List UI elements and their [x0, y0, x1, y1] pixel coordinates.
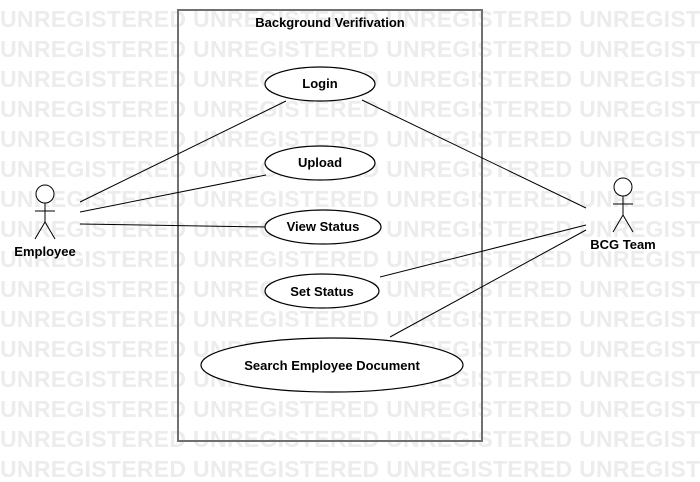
- assoc-employee-login: [79, 100, 287, 203]
- use-case-upload[interactable]: Upload: [264, 145, 376, 181]
- use-case-view-status-label: View Status: [287, 219, 360, 234]
- use-case-login-shape: [264, 66, 376, 102]
- use-case-login[interactable]: Login: [264, 66, 376, 102]
- associations: [79, 99, 587, 338]
- watermark-row: UNREGISTERED UNREGISTERED UNREGISTERED U…: [0, 246, 700, 272]
- watermark-row: UNREGISTERED UNREGISTERED UNREGISTERED U…: [0, 456, 700, 482]
- use-case-search-document-label: Search Employee Document: [244, 358, 420, 373]
- watermark-row: UNREGISTERED UNREGISTERED UNREGISTERED U…: [0, 186, 700, 212]
- watermark-row: UNREGISTERED UNREGISTERED UNREGISTERED U…: [0, 36, 700, 62]
- actor-bcg-team-label: BCG Team: [590, 237, 656, 252]
- use-case-search-document[interactable]: Search Employee Document: [200, 337, 464, 393]
- assoc-bcg-set-status: [379, 224, 587, 278]
- actor-employee[interactable]: [34, 184, 56, 240]
- assoc-bcg-login: [361, 99, 587, 209]
- watermark-row: UNREGISTERED UNREGISTERED UNREGISTERED U…: [0, 426, 700, 452]
- actor-bcg-team-leg-right: [622, 214, 634, 233]
- watermark-row: UNREGISTERED UNREGISTERED UNREGISTERED U…: [0, 126, 700, 152]
- use-case-login-label: Login: [302, 76, 337, 91]
- assoc-bcg-search: [389, 229, 587, 338]
- actor-bcg-team-leg-left: [612, 214, 624, 233]
- use-case-view-status[interactable]: View Status: [264, 209, 382, 245]
- use-case-search-document-shape: [200, 337, 464, 393]
- watermark-row: UNREGISTERED UNREGISTERED UNREGISTERED U…: [0, 96, 700, 122]
- assoc-employee-upload: [79, 174, 267, 213]
- system-title: Background Verifivation: [255, 15, 405, 30]
- use-case-upload-label: Upload: [298, 155, 342, 170]
- actor-employee-leg-left: [34, 221, 46, 240]
- use-case-set-status-shape: [264, 273, 380, 309]
- watermark-row: UNREGISTERED UNREGISTERED UNREGISTERED U…: [0, 396, 700, 422]
- actor-bcg-team-head: [613, 177, 633, 197]
- actor-employee-head: [35, 184, 55, 204]
- use-case-set-status[interactable]: Set Status: [264, 273, 380, 309]
- watermark-row: UNREGISTERED UNREGISTERED UNREGISTERED U…: [0, 306, 700, 332]
- use-case-upload-shape: [264, 145, 376, 181]
- actor-employee-label: Employee: [14, 244, 75, 259]
- actor-employee-leg-right: [44, 221, 56, 240]
- use-case-set-status-label: Set Status: [290, 284, 354, 299]
- actor-bcg-team[interactable]: [612, 177, 634, 233]
- use-case-view-status-shape: [264, 209, 382, 245]
- assoc-employee-view-status: [79, 223, 267, 228]
